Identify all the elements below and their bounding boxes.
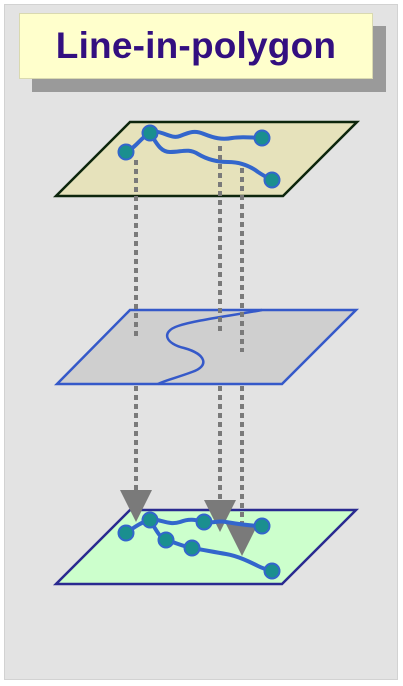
node-icon	[195, 513, 213, 531]
node-icon	[117, 143, 135, 161]
figure-title: Line-in-polygon	[55, 25, 337, 66]
input-nodes	[117, 124, 281, 189]
node-icon	[183, 539, 201, 557]
node-icon	[117, 524, 135, 542]
result-nodes	[117, 511, 281, 580]
node-icon	[141, 511, 159, 529]
projection-lines-upper	[134, 146, 244, 352]
polygon-boundary	[157, 308, 263, 386]
node-icon	[263, 171, 281, 189]
input-line-b	[148, 131, 274, 182]
projection-lines-lower	[120, 386, 258, 556]
node-icon	[253, 517, 271, 535]
node-icon	[141, 124, 159, 142]
polygon-layer-plane	[54, 308, 360, 386]
node-icon	[253, 129, 271, 147]
node-icon	[263, 562, 281, 580]
node-icon	[157, 531, 175, 549]
title-box: Line-in-polygon	[19, 13, 373, 79]
